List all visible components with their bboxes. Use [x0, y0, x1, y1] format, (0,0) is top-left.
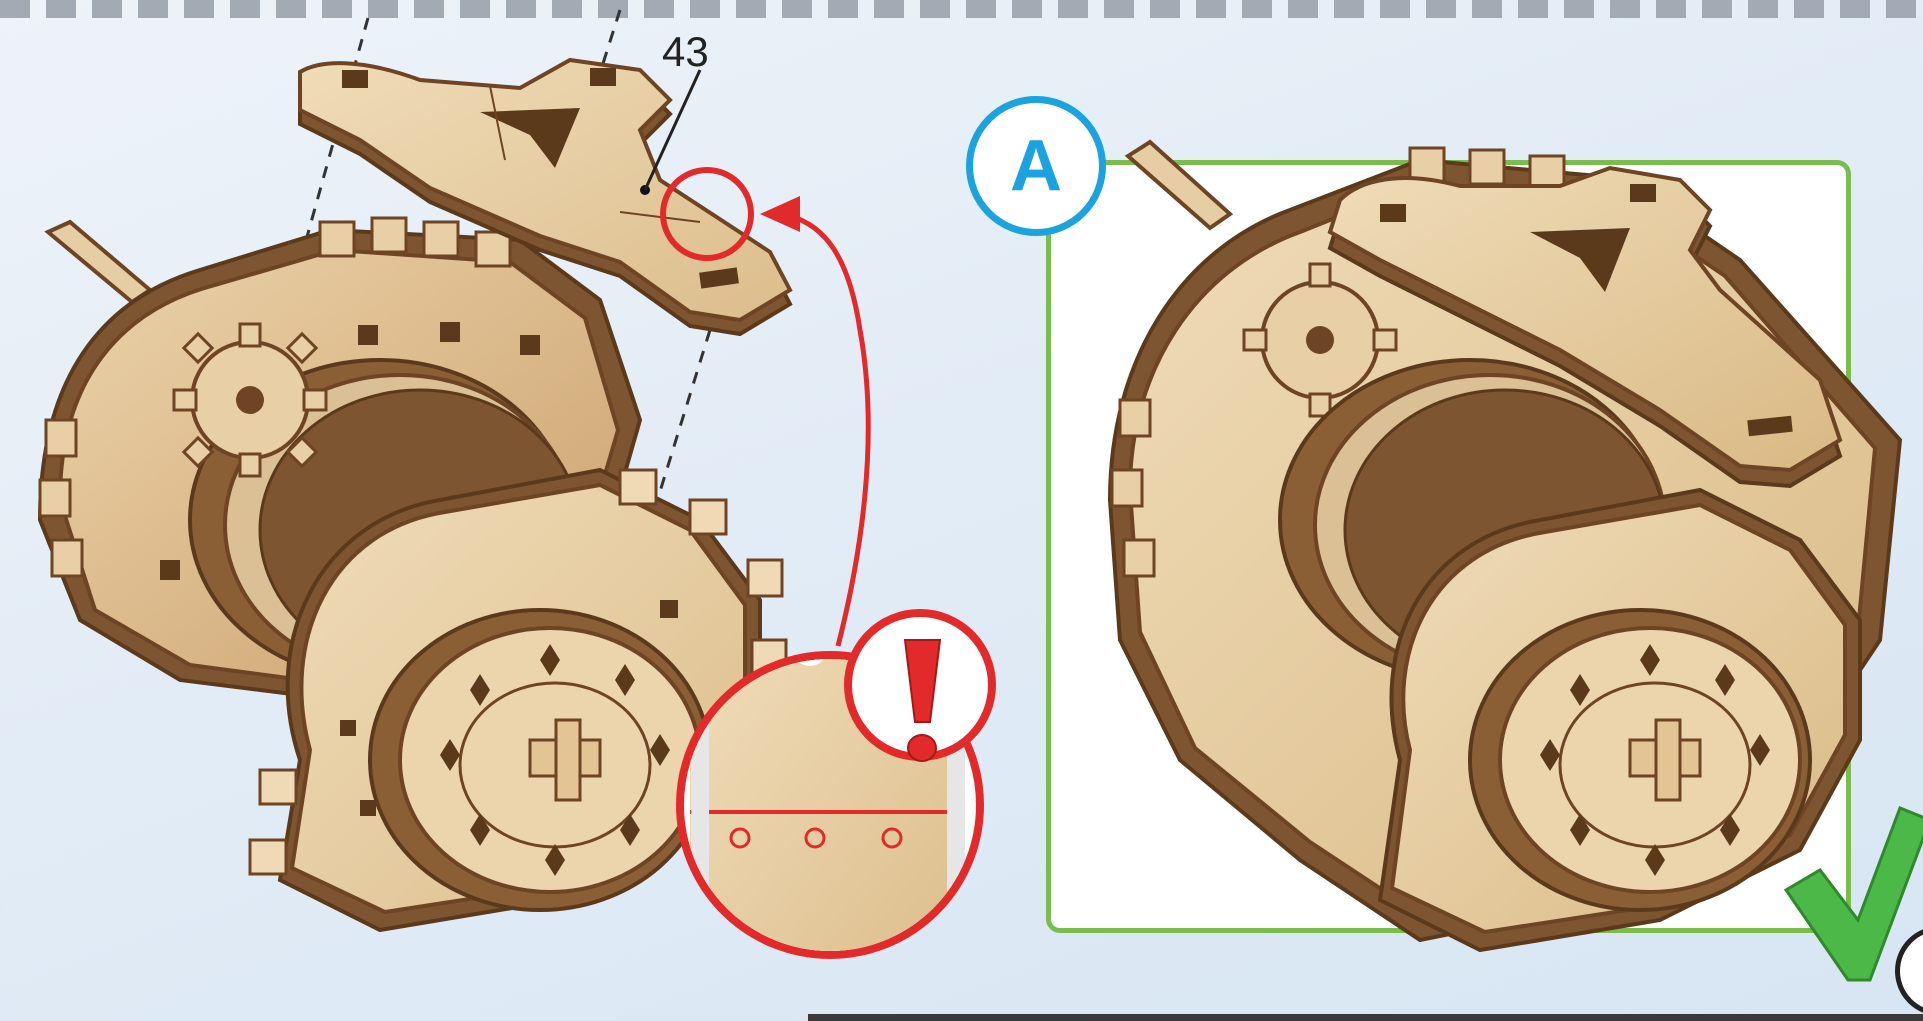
step-badge: A [966, 96, 1106, 236]
bottom-rule [808, 1014, 1923, 1021]
assembled-mechanism [1110, 142, 1900, 950]
